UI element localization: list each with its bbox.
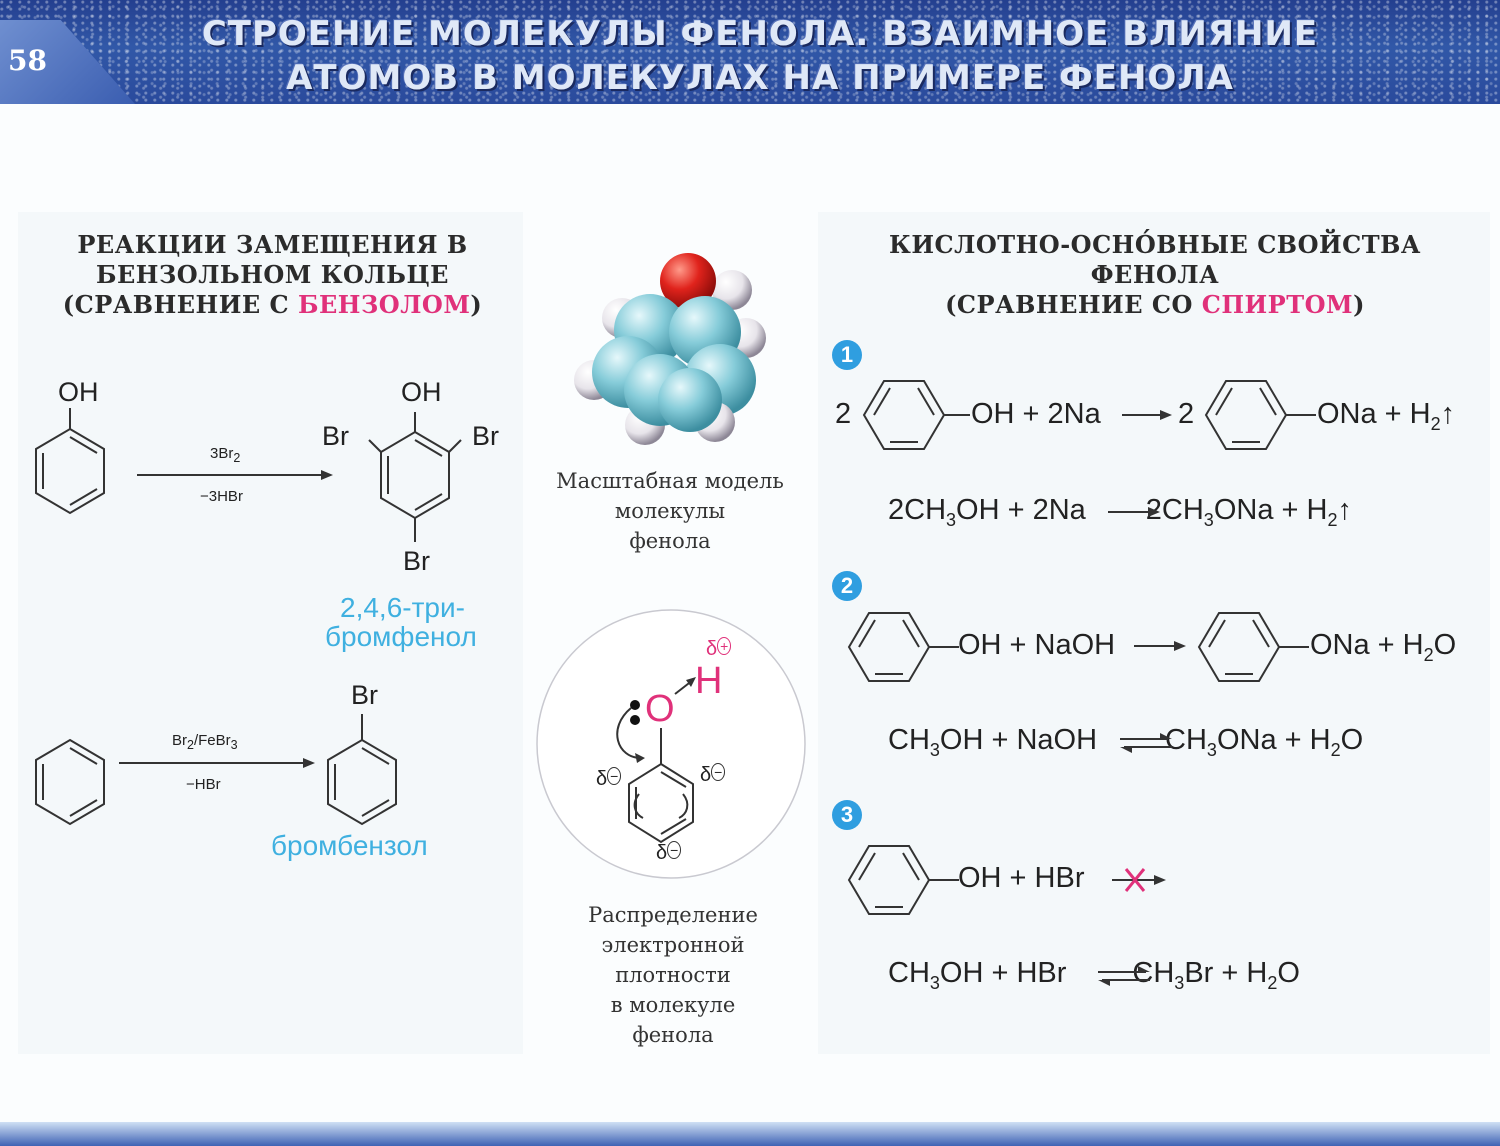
product-oh-label: OH (401, 377, 442, 407)
page-number: 58 (8, 44, 47, 77)
header-banner: 58 СТРОЕНИЕ МОЛЕКУЛЫ ФЕНОЛА. ВЗАИМНОЕ ВЛ… (0, 0, 1500, 104)
item-2-phenol-right: ONa + H2O (1310, 629, 1457, 665)
reaction2-byproduct: −HBr (186, 776, 221, 793)
delta-plus-h: δ+ (706, 637, 732, 661)
phenol-space-filling-model (574, 253, 766, 445)
reaction1-byproduct: −3HBr (200, 488, 243, 505)
bromobenzene-name: бромбензол (271, 830, 428, 861)
item-1-arrow (1122, 410, 1172, 420)
item-2-arrow (1134, 641, 1186, 651)
item-2-badge: 2 (832, 571, 862, 601)
reaction1-arrow (137, 470, 333, 480)
delta-minus-ortho-right: δ− (700, 763, 726, 787)
item-2-equilibrium-arrow (1120, 733, 1172, 753)
tribromophenol-ring (368, 412, 462, 542)
reaction1-reagent: 3Br2 (210, 445, 241, 465)
delta-minus-para: δ− (656, 841, 682, 865)
left-heading-line-3: (СРАВНЕНИЕ С БЕНЗОЛОМ) (62, 290, 483, 319)
benzene-ring-reactant (35, 738, 105, 826)
title-line-1: СТРОЕНИЕ МОЛЕКУЛЫ ФЕНОЛА. ВЗАИМНОЕ ВЛИЯН… (201, 14, 1319, 54)
item-3-phenol-left: OH + HBr (958, 862, 1085, 894)
product-br-left: Br (322, 421, 349, 451)
density-caption: Распределение электронной плотности в мо… (588, 903, 758, 1047)
right-panel (818, 212, 1490, 1054)
bromobenzene-br-label: Br (351, 680, 378, 710)
bromobenzene-ring (327, 714, 397, 826)
page-title: СТРОЕНИЕ МОЛЕКУЛЫ ФЕНОЛА. ВЗАИМНОЕ ВЛИЯН… (150, 12, 1370, 100)
item-1-coef: 2 (835, 398, 852, 430)
item-1-phenol-right: ONa + H2↑ (1317, 398, 1456, 434)
left-heading-line-2: БЕНЗОЛЬНОМ КОЛЬЦЕ (96, 260, 449, 289)
item-1-badge: 1 (832, 340, 862, 370)
left-heading-line-1: РЕАКЦИИ ЗАМЕЩЕНИЯ В (77, 230, 468, 259)
left-panel (18, 212, 523, 1054)
reaction2-arrow (119, 758, 315, 768)
oxygen-symbol: O (645, 688, 675, 730)
model-caption: Масштабная модель молекулы фенола (556, 469, 784, 553)
item-1-phenoxide-ring (1204, 380, 1316, 450)
footer-bar (0, 1122, 1500, 1146)
phenol-ring-reactant (35, 427, 105, 515)
product-br-bottom: Br (403, 546, 430, 576)
product-br-right: Br (472, 421, 499, 451)
right-heading: КИСЛОТНО-ОСНО́ВНЫЕ СВОЙСТВА ФЕНОЛА (СРАВ… (860, 230, 1450, 320)
item-1-phenol-ring (862, 380, 970, 450)
title-line-2: АТОМОВ В МОЛЕКУЛАХ НА ПРИМЕРЕ ФЕНОЛА (286, 58, 1234, 98)
item-1-coef2: 2 (1178, 398, 1195, 430)
right-heading-line-2: ФЕНОЛА (1090, 260, 1220, 289)
oh-bond (69, 408, 71, 430)
item-2-phenol-left: OH + NaOH (958, 629, 1116, 661)
delta-minus-ortho-left: δ− (596, 767, 622, 791)
left-heading: РЕАКЦИИ ЗАМЕЩЕНИЯ В БЕНЗОЛЬНОМ КОЛЬЦЕ (С… (40, 230, 505, 320)
item-3-badge: 3 (832, 800, 862, 830)
electron-density-diagram (536, 609, 806, 879)
tribromophenol-name: 2,4,6-три- бромфенол (325, 592, 477, 652)
reaction2-reagent: Br2/FeBr3 (172, 732, 238, 752)
item-3-no-reaction-arrow (1112, 868, 1166, 892)
reactant-oh-label: OH (58, 377, 99, 407)
item-3-phenol-ring (847, 845, 959, 915)
item-2-phenol-ring (847, 612, 959, 682)
right-heading-line-1: КИСЛОТНО-ОСНО́ВНЫЕ СВОЙСТВА (889, 230, 1421, 259)
item-3-equilibrium-arrow (1098, 966, 1150, 986)
item-2-phenoxide-ring (1197, 612, 1309, 682)
hydrogen-symbol: H (695, 660, 723, 702)
right-heading-line-3: (СРАВНЕНИЕ СО СПИРТОМ) (945, 290, 1365, 319)
item-1-alcohol-arrow (1108, 507, 1160, 517)
item-1-phenol-left: OH + 2Na (971, 398, 1101, 430)
